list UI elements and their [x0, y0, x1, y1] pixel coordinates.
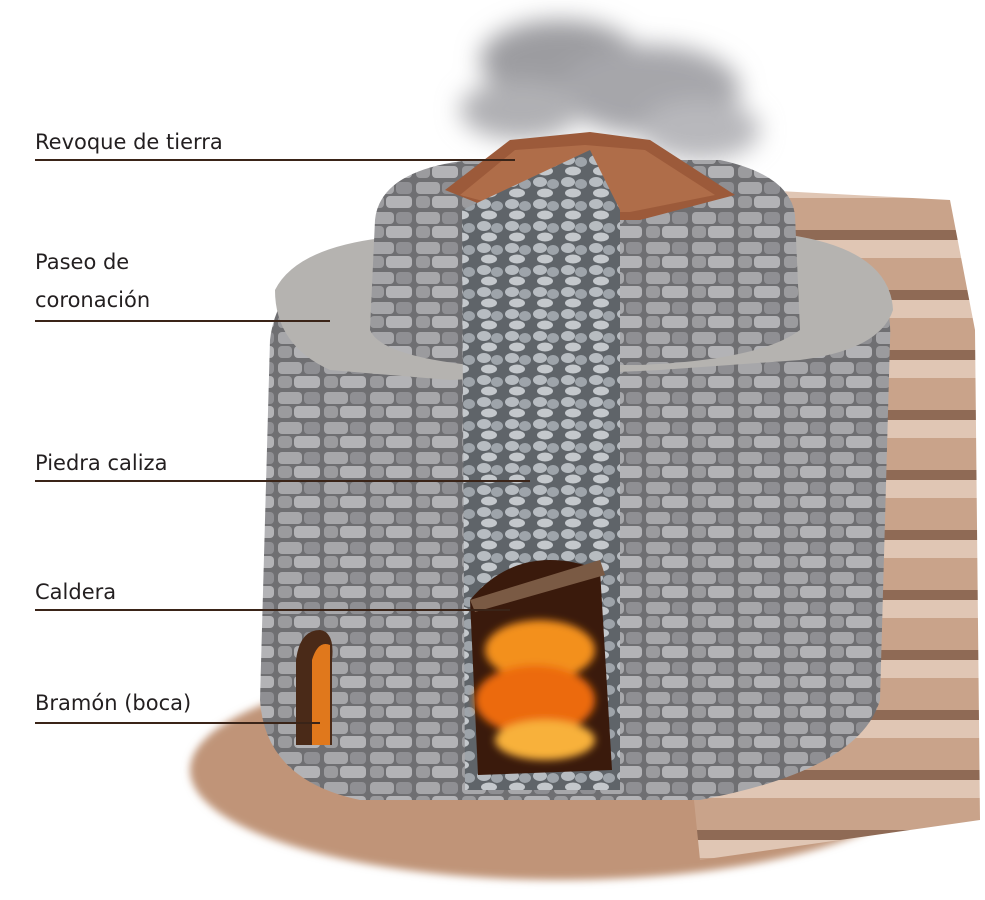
label-bramon-boca: Bramón (boca): [35, 691, 192, 715]
leader-paseo: [35, 320, 330, 322]
leader-revoque: [35, 159, 515, 161]
log: [470, 560, 605, 612]
leader-piedra: [35, 480, 530, 482]
fire: [475, 620, 595, 760]
label-revoque-de-tierra: Revoque de tierra: [35, 130, 223, 154]
label-paseo-line2: coronación: [35, 288, 151, 312]
label-caldera: Caldera: [35, 580, 117, 604]
leader-bramon: [35, 722, 320, 724]
label-paseo-line1: Paseo de: [35, 250, 130, 274]
leader-caldera: [35, 609, 510, 611]
label-piedra-caliza: Piedra caliza: [35, 451, 168, 475]
smoke: [460, 20, 760, 160]
